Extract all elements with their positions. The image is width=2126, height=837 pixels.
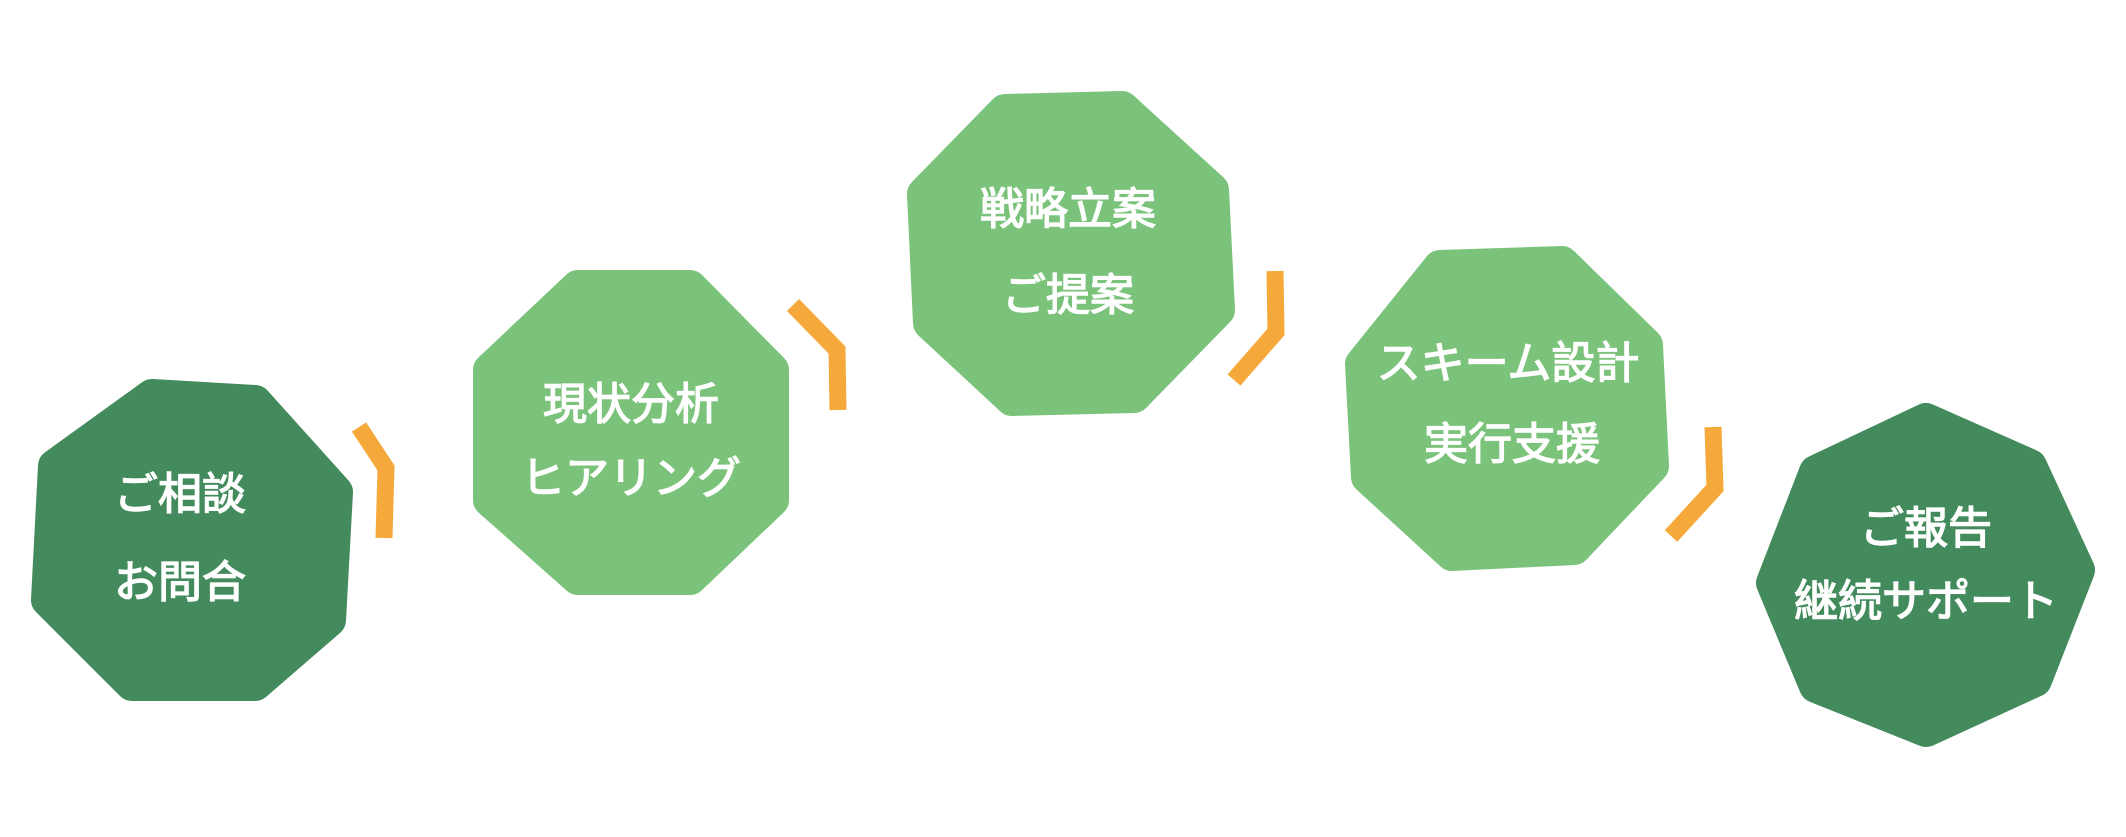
step-label-line2: ご提案 bbox=[1002, 270, 1135, 321]
step-label-line1: ご報告 bbox=[1860, 503, 1992, 554]
step-scheme-design: スキーム設計 実行支援 bbox=[1345, 246, 1669, 571]
step-shape bbox=[907, 91, 1235, 416]
arrow-chevron-1 bbox=[351, 422, 395, 539]
step-consultation: ご相談 お問合 bbox=[31, 379, 353, 701]
step-shape bbox=[31, 379, 353, 701]
step-label-line2: ヒアリング bbox=[521, 453, 741, 504]
step-label-line1: ご相談 bbox=[114, 469, 246, 520]
step-label-line2: お問合 bbox=[114, 557, 246, 608]
step-shape bbox=[1345, 246, 1669, 571]
step-report: ご報告 継続サポート bbox=[1756, 403, 2095, 747]
arrow-chevron-4 bbox=[1664, 426, 1724, 542]
step-label-line1: スキーム設計 bbox=[1377, 338, 1640, 389]
arrow-chevron-2 bbox=[786, 299, 847, 411]
step-shape bbox=[1756, 403, 2095, 747]
step-label-line1: 現状分析 bbox=[543, 379, 719, 430]
arrow-chevron-3 bbox=[1227, 270, 1285, 386]
step-label-line1: 戦略立案 bbox=[980, 184, 1157, 235]
step-analysis: 現状分析 ヒアリング bbox=[473, 270, 789, 595]
step-shape bbox=[473, 270, 789, 595]
step-label-line2: 継続サポート bbox=[1794, 576, 2058, 627]
step-strategy: 戦略立案 ご提案 bbox=[907, 91, 1235, 416]
step-label-line2: 実行支援 bbox=[1424, 419, 1601, 470]
